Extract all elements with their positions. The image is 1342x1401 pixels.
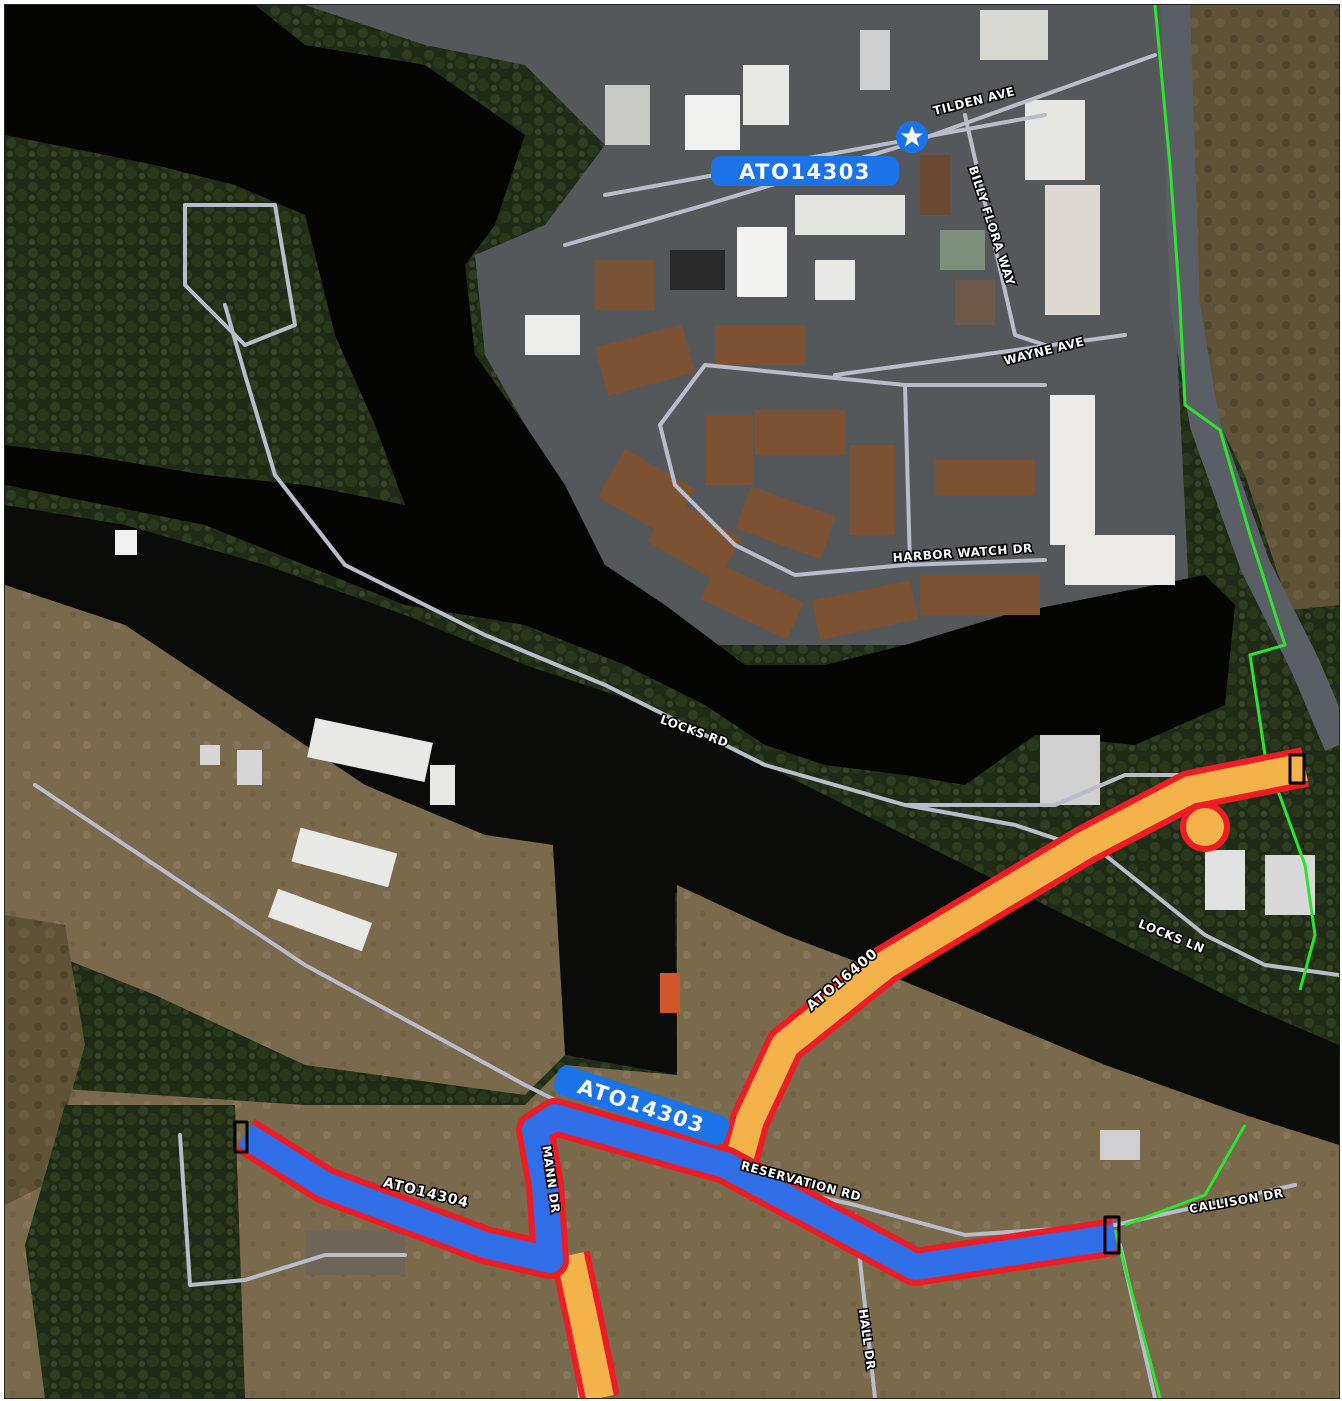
project-badge-label: ATO14303 [739,160,871,184]
route-orange [550,747,1309,1398]
map-canvas[interactable]: ATO14303 ATO14303 ATO16400 ATO14304 TILD… [5,5,1339,1398]
star-icon[interactable] [896,121,928,153]
highway [1160,5,1339,751]
green-boundary [1113,5,1317,1398]
wooded-peninsula [5,135,405,505]
marsh-southwest [5,915,85,1205]
aerial-map[interactable]: ATO14303 ATO14303 ATO16400 ATO14304 TILD… [4,4,1340,1399]
canal [5,505,1339,1145]
field-southwest [5,585,565,1095]
river [5,5,1235,785]
canal-basin [553,845,677,1075]
route-blue [233,1098,1121,1286]
tree-patch-south [25,1105,245,1398]
project-badge[interactable]: ATO14303 [711,156,899,186]
buildings [115,10,1315,1275]
marsh-east [1180,5,1339,610]
